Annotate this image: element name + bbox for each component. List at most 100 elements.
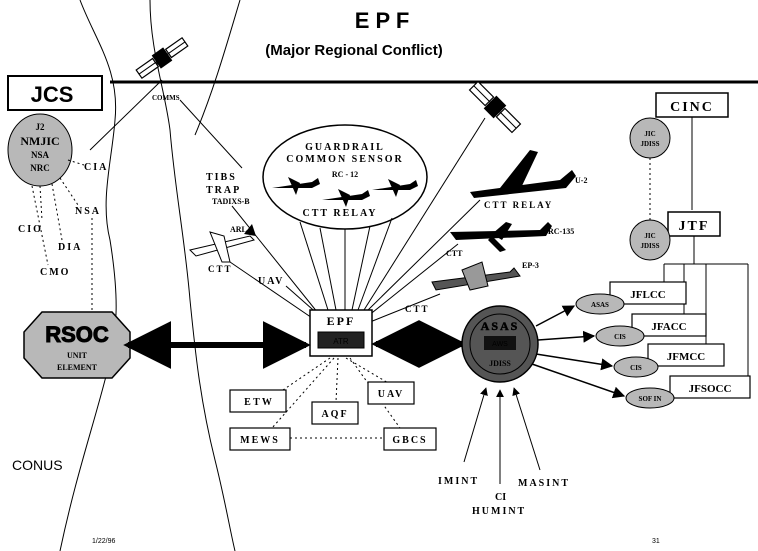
sensor-arl: ARL — [230, 225, 247, 234]
guardrail-line2: COMMON SENSOR — [286, 154, 403, 165]
seal-line: NSA — [31, 150, 50, 160]
jtf-seal-line: JIC — [644, 232, 655, 240]
oval-label: SOF IN — [639, 395, 662, 403]
sensor-ctt-ep3: CTT — [405, 304, 430, 314]
component-label: JFLCC — [630, 289, 666, 301]
sensor-trap: TRAP — [206, 185, 241, 196]
sensor-tibs: TIBS — [206, 172, 237, 183]
asas-workstation — [484, 336, 516, 350]
u2-aircraft-icon — [470, 150, 576, 198]
conus-label: CONUS — [12, 457, 63, 473]
guardrail-line3: RC - 12 — [332, 170, 358, 179]
mews-box — [229, 427, 291, 451]
satellite-icon — [135, 37, 189, 79]
rsoc-badge — [23, 311, 131, 379]
component-oval — [575, 293, 625, 315]
cinc-seal-line: JIC — [644, 130, 655, 138]
component-label: JFSOCC — [689, 383, 732, 395]
intel-imint: IMINT — [438, 476, 479, 487]
ep3-aircraft-icon — [431, 261, 521, 291]
epf-inner: ATR — [333, 337, 349, 346]
uav-ground-box — [367, 381, 415, 405]
component-jflcc-box — [609, 281, 687, 305]
sensor-ctt-arl: CTT — [208, 264, 233, 274]
rsoc-label: RSOC — [45, 322, 109, 347]
component-oval — [613, 356, 659, 378]
rc12-aircraft-icon — [272, 177, 418, 207]
mews-label: MEWS — [240, 435, 280, 446]
link-comms-tibs — [179, 99, 243, 169]
oval-label: ASAS — [591, 301, 609, 309]
intel-masint: MASINT — [518, 478, 570, 489]
cinc-seal-line: JDISS — [640, 140, 659, 148]
sensor-ep3: EP-3 — [522, 261, 539, 270]
guardrail-line1: GUARDRAIL — [305, 142, 385, 153]
aqf-box — [311, 401, 359, 425]
sensor-uav: UAV — [258, 276, 284, 287]
agency-links — [31, 159, 93, 310]
component-label: JFACC — [651, 321, 686, 333]
oval-label: CIS — [630, 364, 642, 372]
intel-links — [463, 387, 541, 484]
jtf-seal — [629, 219, 671, 261]
coastline-north — [194, 0, 241, 136]
footer-date: 1/22/96 — [92, 538, 115, 545]
oval-label: CIS — [614, 333, 626, 341]
cinc-seal — [629, 117, 671, 159]
sensor-links — [229, 117, 486, 323]
footer-page: 31 — [652, 538, 660, 545]
ground-links — [271, 357, 401, 439]
agency-dia: DIA — [58, 242, 82, 253]
jcs-label: JCS — [31, 82, 74, 107]
component-oval — [595, 325, 645, 347]
link-comms-jcs — [89, 79, 163, 151]
rsoc-sub2: ELEMENT — [57, 363, 98, 372]
agency-cia: CIA — [84, 162, 108, 173]
jtf-label: JTF — [679, 219, 710, 234]
asas-label: ASAS — [481, 319, 520, 333]
sensor-ctt-rc135: CTT — [446, 249, 463, 258]
component-jfmcc-box — [647, 343, 725, 367]
component-label: JFMCC — [667, 351, 706, 363]
jcs-box — [7, 75, 103, 111]
coastline-mid — [149, 0, 236, 551]
asas-component-arrows — [531, 305, 626, 399]
seal-line: NRC — [30, 163, 50, 173]
aqf-label: AQF — [321, 409, 348, 420]
asas-ring — [469, 313, 531, 375]
intel-humint: HUMINT — [472, 506, 526, 517]
agency-cmo: CMO — [40, 267, 70, 278]
etw-label: E T W — [244, 397, 272, 408]
epf-label: EPF — [327, 314, 356, 328]
intel-ci: CI — [495, 492, 506, 503]
sensor-rc135: RC-135 — [548, 227, 574, 236]
rsoc-sub: UNIT — [67, 351, 88, 360]
agency-nsa: NSA — [75, 206, 101, 217]
asas-sub: JDISS — [489, 359, 511, 368]
guardrail-line4: CTT RELAY — [303, 208, 378, 219]
epf-workstation — [317, 331, 365, 349]
comms-label: COMMS — [152, 94, 180, 102]
gbcs-box — [383, 427, 437, 451]
gbcs-label: GBCS — [392, 435, 427, 446]
diagram-title: E P F — [355, 8, 410, 33]
component-jfacc-box — [631, 313, 707, 337]
sensor-tadixs: TADIXS-B — [212, 197, 250, 206]
uav-ground-label: UAV — [378, 389, 404, 400]
agency-cio: CIO — [18, 224, 43, 235]
diagram-subtitle: (Major Regional Conflict) — [265, 42, 443, 59]
arl-aircraft-icon — [189, 224, 256, 263]
component-oval — [625, 387, 675, 409]
satellite-icon — [468, 80, 522, 134]
seal-line: J2 — [36, 122, 46, 132]
cinc-label: CINC — [670, 100, 714, 115]
rc135-aircraft-icon — [450, 222, 552, 252]
asas-inner: AWS — [492, 341, 508, 348]
seal-line: NMJIC — [20, 134, 59, 148]
etw-box — [229, 389, 287, 413]
sensor-ctt-relay: CTT RELAY — [484, 200, 553, 210]
component-jfsocc-box — [669, 375, 751, 399]
jtf-seal-line: JDISS — [640, 242, 659, 250]
